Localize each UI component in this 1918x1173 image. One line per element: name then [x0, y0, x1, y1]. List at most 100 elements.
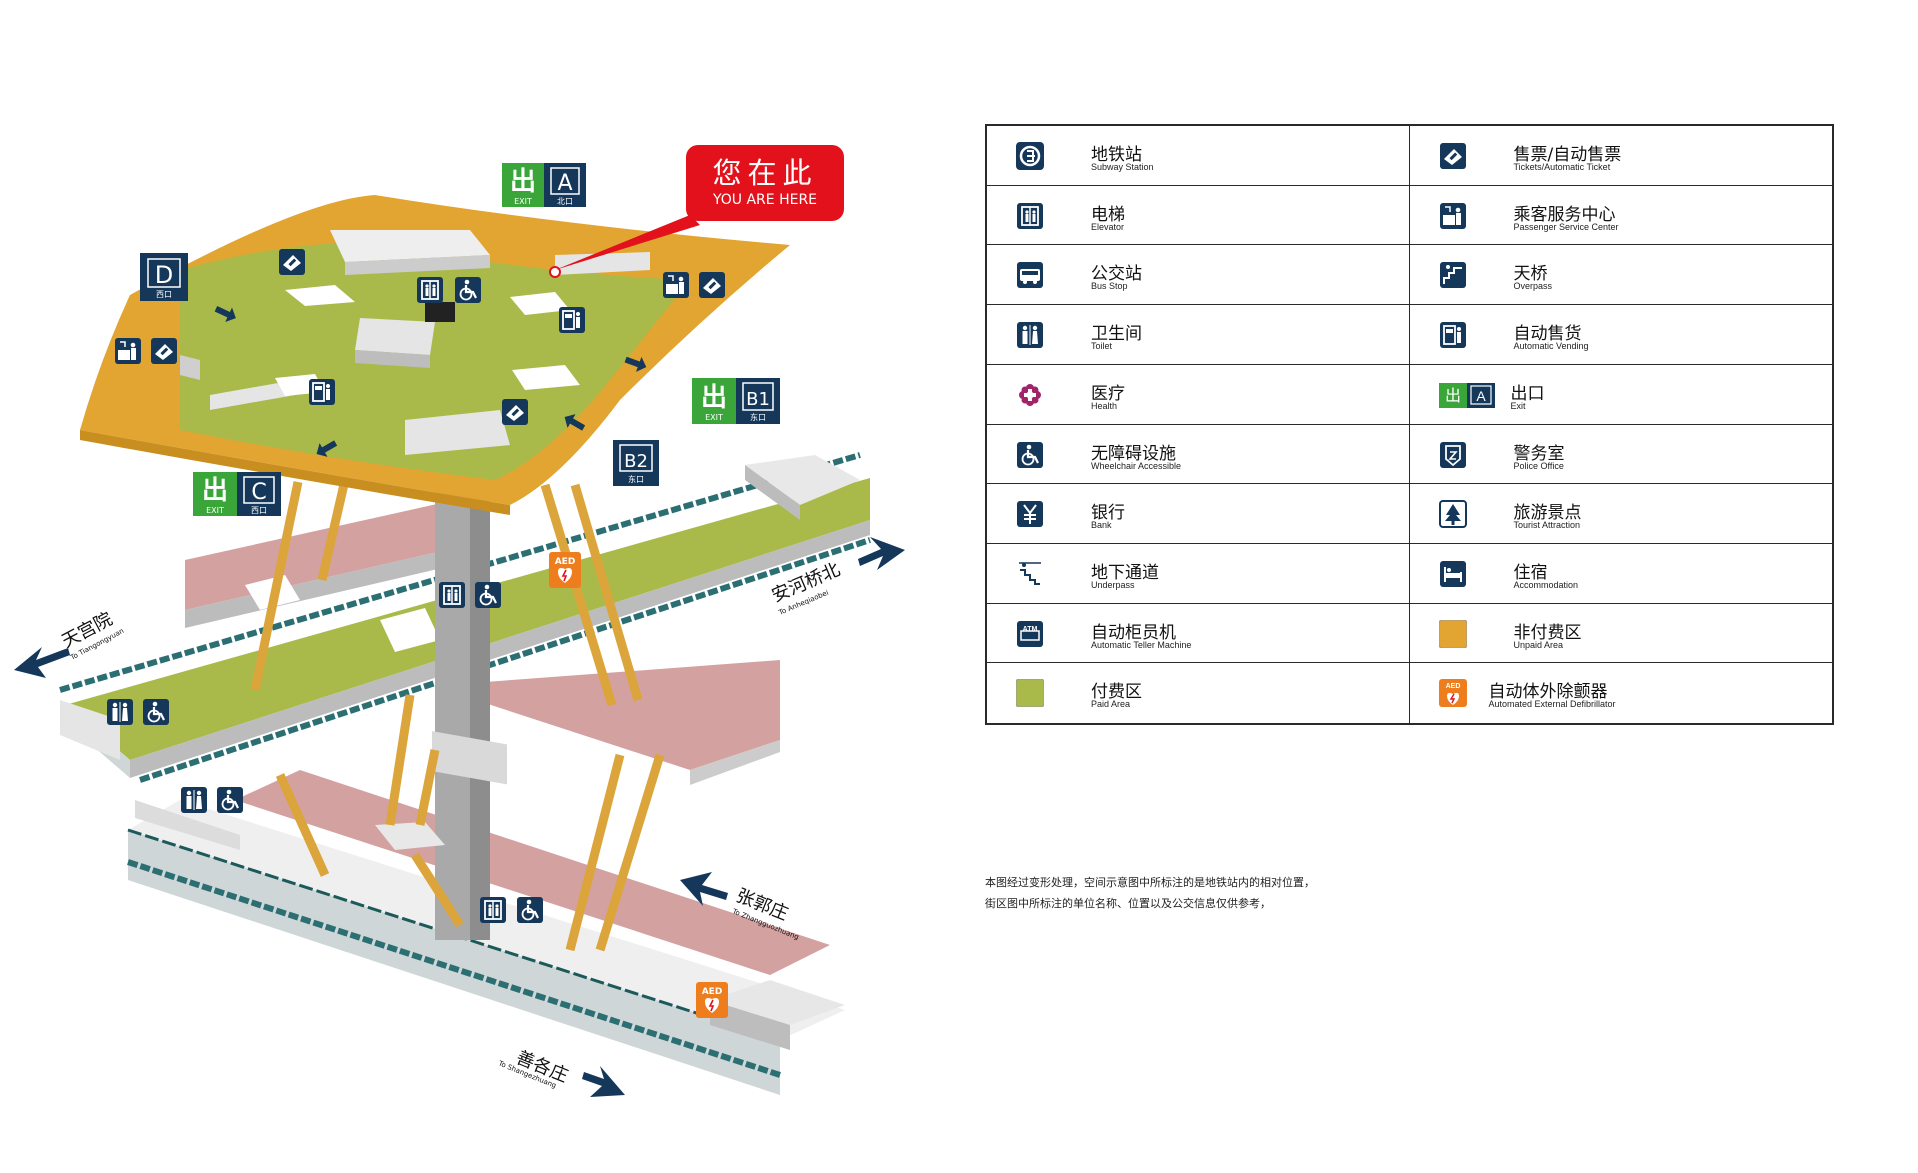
- tourist-icon: [1438, 500, 1467, 529]
- svg-text:AED: AED: [555, 557, 576, 567]
- legend-item: 公交站 Bus Stop: [987, 245, 1410, 306]
- legend-item: 付费区 Paid Area: [987, 663, 1410, 723]
- legend-label-en: Wheelchair Accessible: [1091, 460, 1182, 471]
- legend-label-cn: 地下通道: [1091, 562, 1159, 583]
- legend-label-en: Subway Station: [1091, 162, 1154, 172]
- exit-sign-A: 出 EXIT A 北口: [502, 163, 586, 207]
- legend-label-cn: 自动柜员机: [1091, 622, 1176, 643]
- legend-label-cn: 银行: [1091, 503, 1125, 524]
- escalators: [250, 478, 665, 952]
- svg-text:东口: 东口: [628, 474, 644, 484]
- legend-item: 住宿 Accommodation: [1409, 544, 1832, 604]
- legend-label-en: Police Office: [1513, 460, 1564, 471]
- legend-item: 医疗 Health: [987, 364, 1410, 425]
- svg-text:A: A: [557, 171, 572, 196]
- legend-label-cn: 卫生间: [1091, 324, 1142, 345]
- legend-label-cn: 自动体外除颤器: [1488, 682, 1608, 703]
- legend-label-cn: 售票/自动售票: [1513, 145, 1622, 165]
- legend-label-en: Underpass: [1091, 579, 1135, 590]
- legend-label-en: Paid Area: [1091, 699, 1131, 710]
- legend-item: 卫生间 Toilet: [987, 305, 1410, 365]
- direction-shangezhuang: 善各庄 To Shangezhuang: [496, 1047, 625, 1097]
- legend-label-cn: 非付费区: [1513, 622, 1582, 643]
- legend-label-cn: 电梯: [1091, 204, 1125, 225]
- legend-item: AED 自动体外除颤器 Automated External Defibrill…: [1410, 663, 1833, 723]
- svg-text:AED: AED: [1445, 683, 1460, 690]
- aed-icon: AED: [1438, 679, 1467, 708]
- legend-label-cn: 出口: [1510, 383, 1545, 404]
- legend-item: 地铁站 Subway Station: [987, 126, 1410, 186]
- wheelchair-icon: [1016, 440, 1044, 469]
- svg-text:ATM: ATM: [1023, 626, 1038, 633]
- underpass-icon: [1016, 559, 1044, 588]
- exit-sign-D: D 西口: [140, 253, 188, 301]
- legend-label-cn: 付费区: [1091, 682, 1142, 703]
- legend-label-en: Tickets/Automatic Ticket: [1513, 162, 1611, 172]
- legend-label-cn: 医疗: [1091, 383, 1125, 404]
- legend-label-cn: 地铁站: [1091, 145, 1142, 165]
- legend-item: 售票/自动售票 Tickets/Automatic Ticket: [1409, 126, 1832, 186]
- bed-icon: [1439, 560, 1466, 587]
- legend-label-en: Exit: [1510, 400, 1526, 411]
- svg-text:EXIT: EXIT: [206, 506, 224, 515]
- legend-label-en: Toilet: [1091, 341, 1113, 352]
- legend-item: 出 A 出口 Exit: [1409, 365, 1832, 425]
- legend-label-en: Bus Stop: [1091, 281, 1128, 292]
- exit-icon: 出 A: [1438, 382, 1495, 408]
- legend-table: 地铁站 Subway Station 售票/自动售票 Tickets/Autom…: [985, 124, 1834, 725]
- top-hall-level: [80, 195, 790, 515]
- legend-label-en: Bank: [1091, 520, 1112, 531]
- vending-icon: [1438, 321, 1467, 349]
- svg-text:东口: 东口: [750, 412, 766, 422]
- svg-text:B2: B2: [624, 451, 648, 472]
- station-3d-map: AED AED 出 EXIT A 北口 D 西口 出 EXIT B1 东口 B2: [14, 145, 905, 1097]
- health-icon: [1019, 383, 1041, 406]
- legend-item: 天桥 Overpass: [1409, 245, 1832, 306]
- legend-item: 自动售货 Automatic Vending: [1409, 305, 1832, 365]
- legend-label-cn: 天桥: [1513, 264, 1548, 285]
- you-are-here-marker: 您在此 YOU ARE HERE: [555, 145, 844, 270]
- disclaimer-line: 街区图中所标注的单位名称、位置以及公交信息仅供参考，: [985, 897, 1271, 910]
- svg-text:B1: B1: [746, 389, 770, 410]
- svg-text:YOU ARE HERE: YOU ARE HERE: [712, 192, 817, 208]
- legend-label-cn: 公交站: [1091, 264, 1142, 285]
- direction-tiangongyuan: 天宫院 To Tiangongyuan: [14, 609, 125, 678]
- exit-sign-B2: B2 东口: [613, 440, 659, 486]
- svg-text:出: 出: [510, 167, 536, 197]
- svg-text:C: C: [251, 480, 266, 505]
- svg-text:EXIT: EXIT: [514, 197, 532, 206]
- legend-label-en: Elevator: [1091, 221, 1125, 232]
- legend-label-en: Automated External Defibrillator: [1488, 699, 1616, 710]
- legend-label-en: Accommodation: [1513, 579, 1579, 590]
- legend-item: 无障碍设施 Wheelchair Accessible: [987, 424, 1410, 485]
- ticket-icon: [1439, 143, 1466, 169]
- svg-text:出: 出: [701, 383, 727, 413]
- svg-text:A: A: [1476, 388, 1486, 404]
- svg-text:西口: 西口: [156, 290, 172, 299]
- legend-label-en: Tourist Attraction: [1513, 520, 1581, 531]
- svg-text:D: D: [155, 261, 173, 289]
- legend-item: 银行 Bank: [987, 484, 1410, 544]
- legend-item: 乘客服务中心 Passenger Service Center: [1409, 186, 1832, 246]
- legend-label-cn: 住宿: [1513, 562, 1548, 583]
- aed-badge-bottom: AED: [696, 982, 728, 1018]
- exit-sign-C: 出 EXIT C 西口: [193, 472, 281, 516]
- bank-icon: [1016, 500, 1044, 529]
- svg-text:西口: 西口: [251, 506, 267, 515]
- legend-label-cn: 旅游景点: [1513, 503, 1582, 524]
- svg-text:EXIT: EXIT: [705, 413, 723, 422]
- service-center-icon: [1438, 201, 1467, 230]
- atm-icon: ATM: [1016, 619, 1044, 648]
- paid-area-swatch: [1016, 679, 1044, 708]
- legend-label-cn: 无障碍设施: [1091, 443, 1176, 464]
- legend-label-cn: 自动售货: [1513, 324, 1582, 345]
- svg-text:出: 出: [202, 476, 228, 506]
- legend-label-en: Overpass: [1513, 281, 1553, 292]
- legend-item: 地下通道 Underpass: [987, 543, 1410, 604]
- subway-icon: [1016, 142, 1044, 170]
- legend-item: ATM 自动柜员机 Automatic Teller Machine: [987, 603, 1410, 664]
- legend-label-en: Health: [1091, 400, 1118, 411]
- svg-text:AED: AED: [702, 987, 723, 997]
- legend-label-en: Automatic Teller Machine: [1091, 639, 1192, 650]
- disclaimer-note: 本图经过变形处理，空间示意图中所标注的是地铁站内的相对位置， 街区图中所标注的单…: [985, 872, 1315, 914]
